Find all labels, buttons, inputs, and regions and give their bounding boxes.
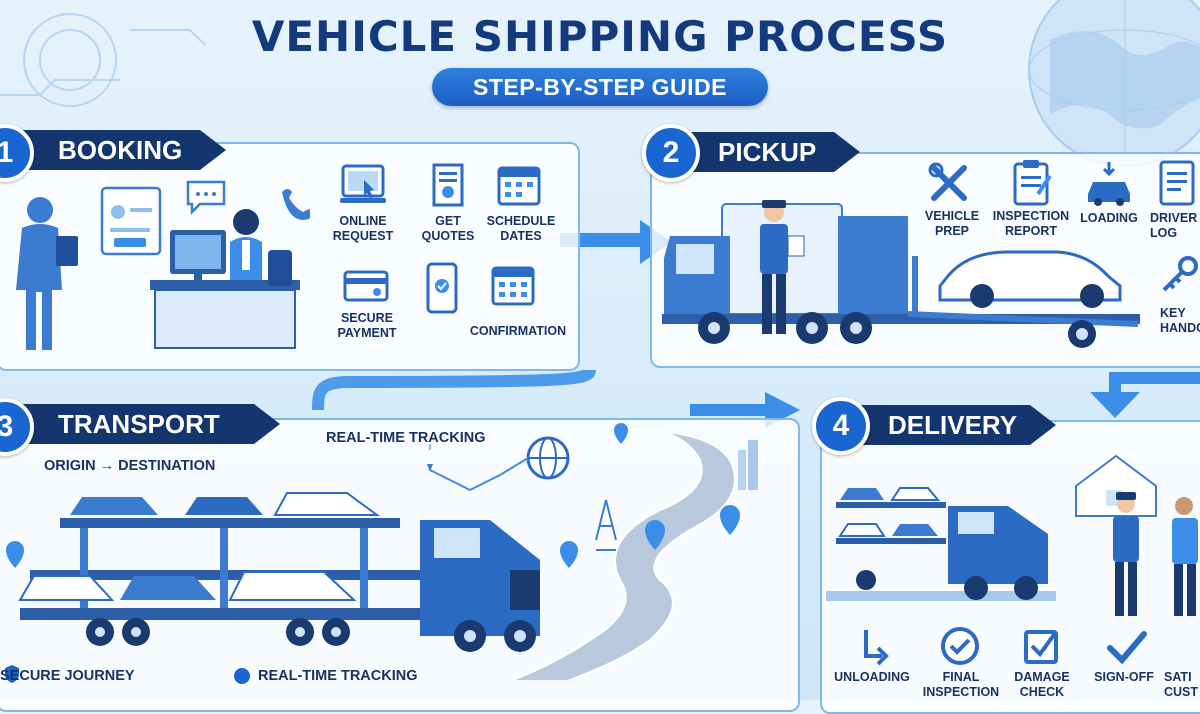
calendar-check-icon <box>491 266 535 306</box>
phone-check-icon <box>426 262 458 314</box>
shield-icon <box>5 665 19 683</box>
profile-form-icon <box>100 186 162 256</box>
cars <box>18 492 381 601</box>
banner-transport-title: TRANSPORT <box>58 409 220 439</box>
banner-delivery-title: DELIVERY <box>888 410 1018 440</box>
pickup-item-label: LOADING <box>1080 211 1138 225</box>
delivery-item-label: SIGN-OFF <box>1094 670 1154 684</box>
clipboard-report-icon <box>1013 160 1052 206</box>
pickup-item-label: KEYHANDOV <box>1160 306 1200 335</box>
booking-illustration <box>16 180 310 350</box>
driver-log-icon <box>1159 160 1195 206</box>
footer-secure-journey: SECURE JOURNEY <box>0 668 135 684</box>
step-number-4: 4 <box>812 397 870 455</box>
transport-illustration <box>6 423 758 680</box>
car-loading-icon <box>1088 162 1130 206</box>
tracking-dot-icon <box>234 668 250 684</box>
check-circle-icon <box>941 627 979 665</box>
banner-booking-title: BOOKING <box>58 135 183 165</box>
delivery-illustration <box>826 454 1198 616</box>
booking-item-label: CONFIRMATION <box>469 324 567 338</box>
credit-card-icon <box>343 270 389 302</box>
calendar-icon <box>497 166 541 206</box>
page-title: VEHICLE SHIPPING PROCESS <box>251 12 949 61</box>
globe-icon <box>1028 0 1200 167</box>
online-request-icon <box>340 164 386 203</box>
delivery-item-label: UNLOADING <box>834 670 910 684</box>
banner-booking: BOOKING <box>0 130 226 170</box>
panel-transport <box>0 418 800 712</box>
route-label: ORIGIN → DESTINATION <box>44 458 216 474</box>
banner-transport: TRANSPORT <box>0 404 280 444</box>
key-icon <box>1162 256 1198 292</box>
quote-document-icon <box>432 163 464 207</box>
location-pin-icons <box>6 423 740 568</box>
chat-bubble-icon <box>186 180 226 216</box>
signoff-check-icon <box>1107 631 1147 665</box>
phone-icon <box>282 189 310 220</box>
checkbox-icon <box>1024 630 1058 664</box>
banner-pickup-title: PICKUP <box>718 137 817 167</box>
step-number-2: 2 <box>642 124 700 182</box>
house-icon <box>1075 454 1157 517</box>
flow-arrows <box>312 220 1200 428</box>
page-subtitle-badge: STEP-BY-STEP GUIDE <box>432 68 768 106</box>
tracking-label: REAL-TIME TRACKING <box>326 430 486 446</box>
pickup-illustration <box>662 200 1140 348</box>
unloading-arrow-icon <box>864 630 889 666</box>
wrench-tools-icon <box>928 162 967 201</box>
footer-real-time-tracking: REAL-TIME TRACKING <box>258 668 418 684</box>
